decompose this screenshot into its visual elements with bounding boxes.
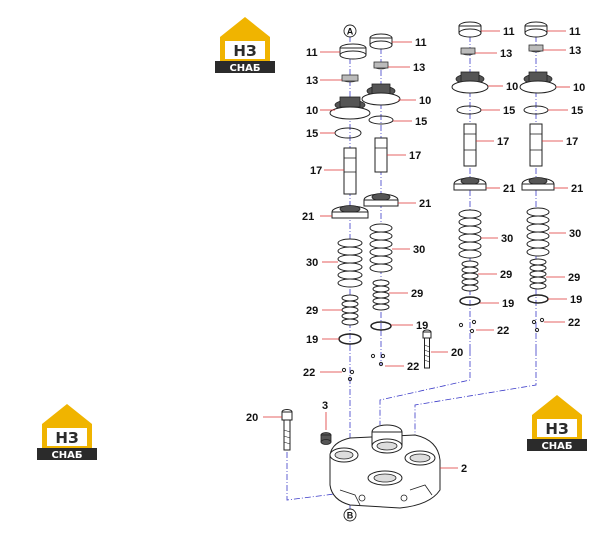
logo-left-line2: СНАБ bbox=[51, 450, 82, 461]
callout-29-col4: 29 bbox=[568, 272, 580, 284]
callout-22-col1: 22 bbox=[303, 367, 315, 379]
logo-top: НЗ СНАБ bbox=[215, 17, 275, 74]
callout-20-lower: 20 bbox=[246, 412, 258, 424]
marker-a-text: A bbox=[347, 27, 354, 37]
callout-30-col4: 30 bbox=[569, 228, 581, 240]
callout-29-col2: 29 bbox=[411, 288, 423, 300]
callout-17-col4: 17 bbox=[566, 136, 578, 148]
logo-right-line2: СНАБ bbox=[541, 441, 572, 452]
spring-30-col3 bbox=[458, 209, 482, 259]
valve-column-1 bbox=[329, 43, 371, 382]
leader-lines bbox=[263, 30, 570, 469]
callout-21-col3: 21 bbox=[503, 183, 515, 195]
callout-22-col4: 22 bbox=[568, 317, 580, 329]
callout-13-col1: 13 bbox=[306, 75, 318, 87]
callout-30-col3: 30 bbox=[501, 233, 513, 245]
callout-29-col1: 29 bbox=[306, 305, 318, 317]
callout-11-col4: 11 bbox=[569, 26, 581, 38]
callout-11-col1: 11 bbox=[306, 47, 318, 59]
spring-30-col2 bbox=[369, 223, 393, 273]
spring-29-col3 bbox=[461, 260, 479, 292]
spring-30-col4 bbox=[526, 207, 550, 257]
callout-19-col1: 19 bbox=[306, 334, 318, 346]
logo-right: НЗ СНАБ bbox=[527, 395, 587, 452]
callout-19-col4: 19 bbox=[570, 294, 582, 306]
plug-3 bbox=[320, 432, 332, 445]
marker-a: A bbox=[343, 24, 357, 38]
callout-30-col2: 30 bbox=[413, 244, 425, 256]
callout-13-col4: 13 bbox=[569, 45, 581, 57]
logo-top-line1: НЗ bbox=[233, 42, 256, 60]
callout-10-col4: 10 bbox=[573, 82, 585, 94]
callout-13-col2: 13 bbox=[413, 62, 425, 74]
callout-30-col1: 30 bbox=[306, 257, 318, 269]
logo-top-line2: СНАБ bbox=[229, 63, 260, 74]
callout-17-col1: 17 bbox=[310, 165, 322, 177]
spring-29-col1 bbox=[341, 294, 359, 326]
marker-b: B bbox=[343, 508, 357, 522]
valve-column-2 bbox=[361, 33, 432, 369]
callout-11-col3: 11 bbox=[503, 26, 515, 38]
logo-right-line1: НЗ bbox=[545, 420, 568, 438]
callout-21-col2: 21 bbox=[419, 198, 431, 210]
spring-29-col2 bbox=[372, 279, 390, 311]
callout-20-col2: 20 bbox=[451, 347, 463, 359]
callout-22-col3: 22 bbox=[497, 325, 509, 337]
bolt-20-upper bbox=[422, 329, 432, 369]
callout-22-col2: 22 bbox=[407, 361, 419, 373]
callout-15-col4: 15 bbox=[571, 105, 583, 117]
logo-left-line1: НЗ bbox=[55, 429, 78, 447]
callout-10-col2: 10 bbox=[419, 95, 431, 107]
callouts: 11 13 10 15 17 21 30 29 19 22 11 13 10 1… bbox=[246, 26, 585, 475]
callout-15-col2: 15 bbox=[415, 116, 427, 128]
valve-column-3 bbox=[451, 21, 489, 334]
callout-13-col3: 13 bbox=[500, 48, 512, 60]
callout-15-col1: 15 bbox=[306, 128, 318, 140]
callout-11-col2: 11 bbox=[415, 37, 427, 49]
valve-column-4 bbox=[519, 21, 557, 333]
callout-2: 2 bbox=[461, 463, 467, 475]
callout-17-col3: 17 bbox=[497, 136, 509, 148]
callout-21-col4: 21 bbox=[571, 183, 583, 195]
callout-10-col3: 10 bbox=[506, 81, 518, 93]
spring-30-col1 bbox=[337, 238, 363, 288]
callout-19-col3: 19 bbox=[502, 298, 514, 310]
callout-17-col2: 17 bbox=[409, 150, 421, 162]
callout-3: 3 bbox=[322, 400, 328, 412]
valve-body-2 bbox=[329, 424, 441, 509]
bolt-20-lower bbox=[281, 409, 293, 451]
callout-15-col3: 15 bbox=[503, 105, 515, 117]
callout-29-col3: 29 bbox=[500, 269, 512, 281]
callout-10-col1: 10 bbox=[306, 105, 318, 117]
spring-29-col4 bbox=[529, 258, 547, 290]
callout-19-col2: 19 bbox=[416, 320, 428, 332]
logo-left: НЗ СНАБ bbox=[37, 404, 97, 461]
marker-b-text: B bbox=[347, 511, 354, 521]
callout-21-col1: 21 bbox=[302, 211, 314, 223]
